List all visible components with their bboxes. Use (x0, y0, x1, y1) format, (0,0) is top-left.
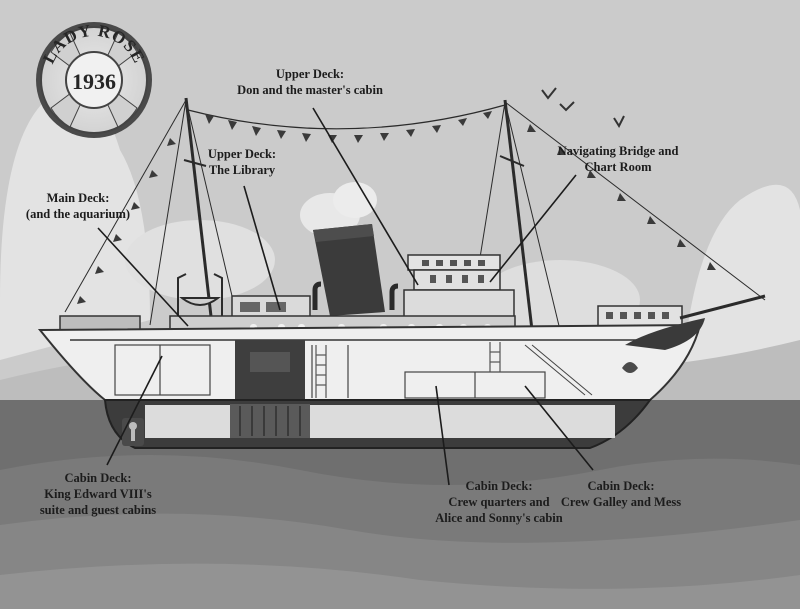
navigating-bridge (403, 254, 515, 319)
callout-title: Cabin Deck: (64, 471, 132, 485)
hull-upper (37, 323, 702, 401)
callout-text: King Edward VIII's (44, 487, 152, 501)
bow-house (597, 305, 683, 329)
callout-text: (and the aquarium) (25, 207, 131, 221)
bowsprit (679, 294, 766, 320)
funnel-icon (313, 224, 385, 316)
cargo-hold (230, 404, 310, 438)
callout-title: Main Deck: (46, 191, 110, 205)
callout-text: Crew Galley and Mess (560, 495, 682, 509)
callout-title: Upper Deck: (207, 147, 277, 161)
bird-icon (541, 87, 625, 129)
vent-pipes (312, 281, 399, 310)
ladders (315, 342, 501, 398)
callout-cabin-deck-king: Cabin Deck: King Edward VIII's suite and… (40, 470, 156, 518)
callout-text: Alice and Sonny's cabin (435, 511, 563, 525)
engine-room (235, 340, 305, 400)
callout-text: Don and the master's cabin (237, 83, 383, 97)
callout-upper-deck-library: Upper Deck: The Library (208, 146, 276, 178)
callout-text: The Library (208, 163, 276, 177)
callout-title: Cabin Deck: (465, 479, 533, 493)
callout-navigating-bridge: Navigating Bridge and Chart Room (558, 143, 679, 175)
sea-waves (0, 455, 800, 609)
lifeboat (177, 273, 223, 318)
hold-light (145, 405, 615, 438)
callout-text: suite and guest cabins (39, 503, 157, 517)
callout-text: Crew quarters and (448, 495, 550, 509)
interior-compartments (114, 344, 593, 399)
bow-ornament (622, 318, 705, 373)
callout-main-deck: Main Deck: (and the aquarium) (26, 190, 130, 222)
badge-year: 1936 (72, 69, 116, 94)
callout-text: Chart Room (584, 160, 652, 174)
rigging (64, 97, 766, 331)
callout-title: Navigating Bridge and (557, 144, 679, 158)
anchor-icon (122, 418, 144, 446)
callout-upper-deck-master: Upper Deck: Don and the master's cabin (237, 66, 383, 98)
callout-title: Upper Deck: (275, 67, 345, 81)
cargo-hold-ribs (239, 406, 301, 436)
callout-cabin-deck-galley: Cabin Deck: Crew Galley and Mess (561, 478, 681, 510)
library-house (231, 295, 311, 319)
callout-title: Cabin Deck: (587, 479, 655, 493)
callout-leader-lines (97, 107, 594, 486)
callout-cabin-deck-crew-quarters: Cabin Deck: Crew quarters and Alice and … (435, 478, 562, 526)
life-ring-icon: LADY ROSE 1936 (36, 21, 152, 138)
